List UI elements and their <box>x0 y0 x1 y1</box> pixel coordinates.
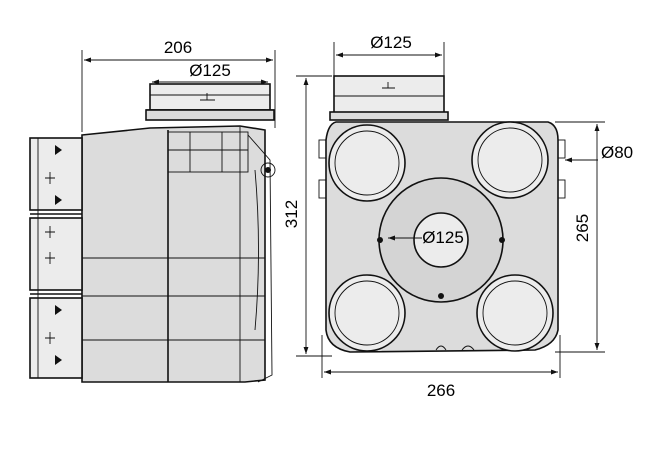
side-width-dimension: 206 <box>81 38 276 132</box>
center-diameter-dimension: Ø125 <box>388 228 464 247</box>
side-main-body <box>81 125 276 383</box>
height-label: 312 <box>282 200 301 228</box>
front-top-diameter-dimension: Ø125 <box>333 33 445 76</box>
side-width-label: 206 <box>164 38 192 57</box>
side-top-diameter-label: Ø125 <box>189 61 231 80</box>
side-left-pipes <box>29 137 83 379</box>
front-width-label: 266 <box>427 381 455 400</box>
front-width-dimension: 266 <box>321 335 561 400</box>
side-view: 206 Ø125 <box>29 38 276 383</box>
center-hub <box>377 177 505 303</box>
side-port-diameter-label: Ø80 <box>601 143 633 162</box>
side-top-diameter-dimension: Ø125 <box>152 61 268 85</box>
front-height-label: 265 <box>573 214 592 242</box>
center-diameter-label: Ø125 <box>422 228 464 247</box>
side-port-diameter-dimension: Ø80 <box>565 143 633 163</box>
front-top-diameter-label: Ø125 <box>370 33 412 52</box>
front-ports <box>328 121 554 352</box>
side-top-pipe <box>145 83 275 121</box>
front-view: Ø125 Ø125 Ø80 265 266 <box>318 33 633 400</box>
front-top-pipe <box>329 75 449 121</box>
front-height-dimension: 265 <box>555 121 605 353</box>
height-dimension: 312 <box>282 75 332 357</box>
